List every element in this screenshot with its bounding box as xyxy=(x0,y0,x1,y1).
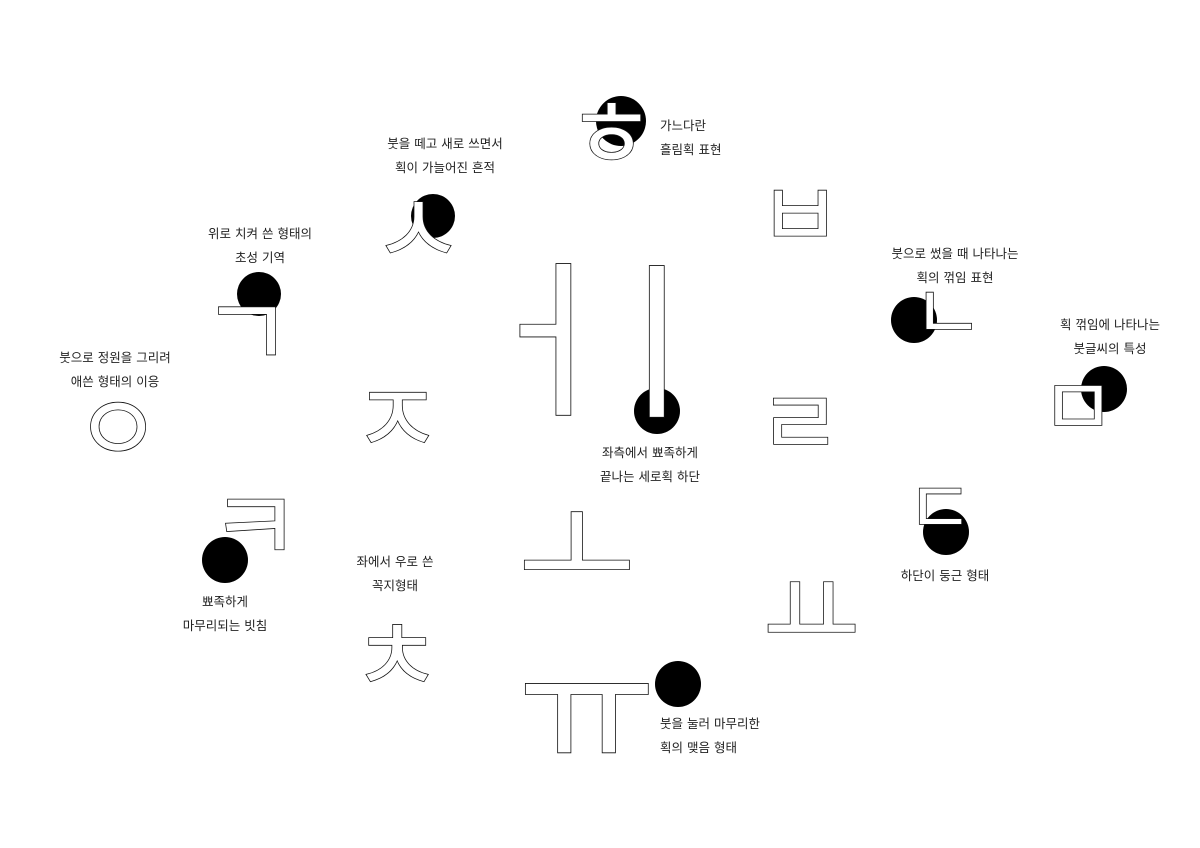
note-digeut: 하단이 둥근 형태 xyxy=(900,568,990,583)
glyph-kieuk: ㅋ xyxy=(209,469,301,586)
dot-kieuk xyxy=(202,537,248,583)
glyph-siot: ㅅ xyxy=(372,172,464,289)
dot-nieun xyxy=(891,297,937,343)
glyph-digeut: ㄷ xyxy=(906,466,974,552)
note-hieut: 가느다란 흘림획 표현 xyxy=(660,118,722,157)
dot-mieum xyxy=(1081,366,1127,412)
emphasis-dots xyxy=(202,96,1127,707)
glyph-yu: ㅠ xyxy=(518,624,656,798)
dot-giyeok xyxy=(237,272,281,316)
note-nieun: 붓으로 썼을 때 나타나는 획의 꺾임 표현 xyxy=(891,246,1019,285)
dot-yu xyxy=(655,661,701,707)
note-yu: 붓을 눌러 마무리한 획의 맺음 형태 xyxy=(660,716,760,755)
glyph-chieut: ㅊ xyxy=(351,599,443,716)
note-ieung: 붓으로 정원을 그리려 애쓴 형태의 이응 xyxy=(59,350,171,389)
glyph-eo: ㅓ xyxy=(470,245,626,443)
dot-hieut xyxy=(596,96,646,146)
glyph-o: ㅗ xyxy=(518,476,636,625)
glyph-hieut: ㅎ xyxy=(567,79,655,191)
dot-i xyxy=(634,388,680,434)
note-kieuk: 뾰족하게 마무리되는 빗침 xyxy=(182,594,268,633)
glyph-bieup: ㅂ xyxy=(758,163,843,270)
note-siot: 붓을 떼고 새로 쓰면서 획이 가늘어진 흔적 xyxy=(387,136,503,175)
note-i: 좌측에서 뾰족하게 끝나는 세로획 하단 xyxy=(600,445,700,484)
glyph-nieun: ㄴ xyxy=(912,269,984,359)
glyph-rieul: ㄹ xyxy=(758,371,843,478)
glyph-jieut: ㅈ xyxy=(351,362,443,479)
glyph-i: ㅣ xyxy=(578,247,734,445)
glyph-mieum: ㅁ xyxy=(1040,361,1115,456)
dot-siot xyxy=(411,194,455,238)
note-chieut: 좌에서 우로 쓴 꼭지형태 xyxy=(356,554,434,593)
jamo-glyphs: ㅎ ㅅ ㅂ ㄱ ㅇ ㅈ ㅋ ㅊ ㅓ ㅣ ㄴ ㄹ ㅁ ㄷ ㅗ ㅛ ㅠ xyxy=(73,78,1116,799)
note-giyeok: 위로 치켜 쓴 형태의 초성 기역 xyxy=(208,226,312,265)
glyph-ieung: ㅇ xyxy=(74,374,162,486)
glyph-giyeok: ㄱ xyxy=(201,275,293,392)
glyph-yo: ㅛ xyxy=(762,552,860,675)
note-mieum: 획 꺾임에 나타나는 붓글씨의 특성 xyxy=(1060,317,1160,356)
dot-digeut xyxy=(923,509,969,555)
